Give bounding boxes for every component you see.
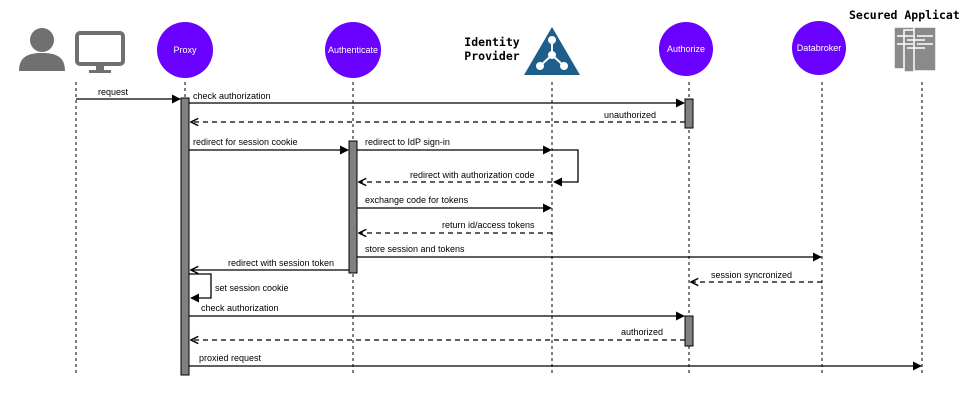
- label-proxied-request: proxied request: [199, 353, 262, 363]
- participant-authenticate-label: Authenticate: [328, 45, 378, 55]
- label-redirect-session-cookie: redirect for session cookie: [193, 137, 298, 147]
- activation-authorize-1: [684, 98, 694, 129]
- user-icon: [19, 28, 65, 71]
- participant-databroker: Databroker: [792, 21, 846, 75]
- label-return-tokens: return id/access tokens: [442, 220, 535, 230]
- label-exchange-code: exchange code for tokens: [365, 195, 469, 205]
- activation-proxy: [180, 97, 190, 376]
- server-stack-icon: [893, 26, 937, 73]
- identity-provider-logo-icon: [524, 27, 580, 75]
- monitor-icon: [75, 31, 125, 73]
- participant-proxy: Proxy: [157, 22, 213, 78]
- label-authorized: authorized: [621, 327, 663, 337]
- label-check-authorization-1: check authorization: [193, 91, 271, 101]
- arrow-set-session-cookie: [189, 273, 212, 303]
- label-check-authorization-2: check authorization: [201, 303, 279, 313]
- participant-authorize: Authorize: [659, 22, 713, 76]
- label-redirect-session-token: redirect with session token: [228, 258, 334, 268]
- activation-authorize-2: [684, 315, 694, 347]
- label-set-session-cookie: set session cookie: [215, 283, 289, 293]
- secured-app-label: Secured Applicat: [849, 8, 960, 22]
- label-redirect-auth-code: redirect with authorization code: [410, 170, 535, 180]
- activation-authenticate-1: [348, 140, 358, 274]
- idp-label-line2: Provider: [464, 49, 519, 63]
- arrow-idp-self: [552, 149, 579, 187]
- label-session-synced: session syncronized: [711, 270, 792, 280]
- idp-label-line1: Identity: [464, 35, 519, 49]
- participant-authorize-label: Authorize: [667, 44, 705, 54]
- participant-proxy-label: Proxy: [173, 45, 197, 55]
- label-request: request: [98, 87, 129, 97]
- label-store-session: store session and tokens: [365, 244, 465, 254]
- label-unauthorized: unauthorized: [604, 110, 656, 120]
- participant-authenticate: Authenticate: [325, 22, 381, 78]
- label-redirect-idp-signin: redirect to IdP sign-in: [365, 137, 450, 147]
- participant-databroker-label: Databroker: [797, 43, 842, 53]
